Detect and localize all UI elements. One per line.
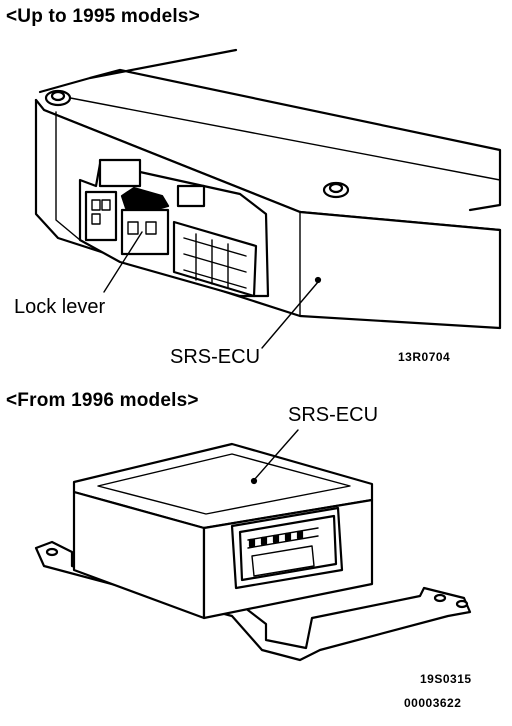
heading-up-to-1995: <Up to 1995 models>	[6, 6, 200, 27]
document-code: 00003622	[404, 696, 462, 710]
srs-ecu-label-bottom: SRS-ECU	[288, 404, 379, 426]
heading-from-1996: <From 1996 models>	[6, 390, 199, 411]
lock-lever-label: Lock lever	[14, 296, 106, 318]
figure-code-bottom: 19S0315	[420, 672, 472, 686]
srs-ecu-label-top: SRS-ECU	[170, 346, 261, 368]
figure-code-top: 13R0704	[398, 350, 451, 364]
srs-ecu-1995-illustration	[34, 48, 502, 349]
